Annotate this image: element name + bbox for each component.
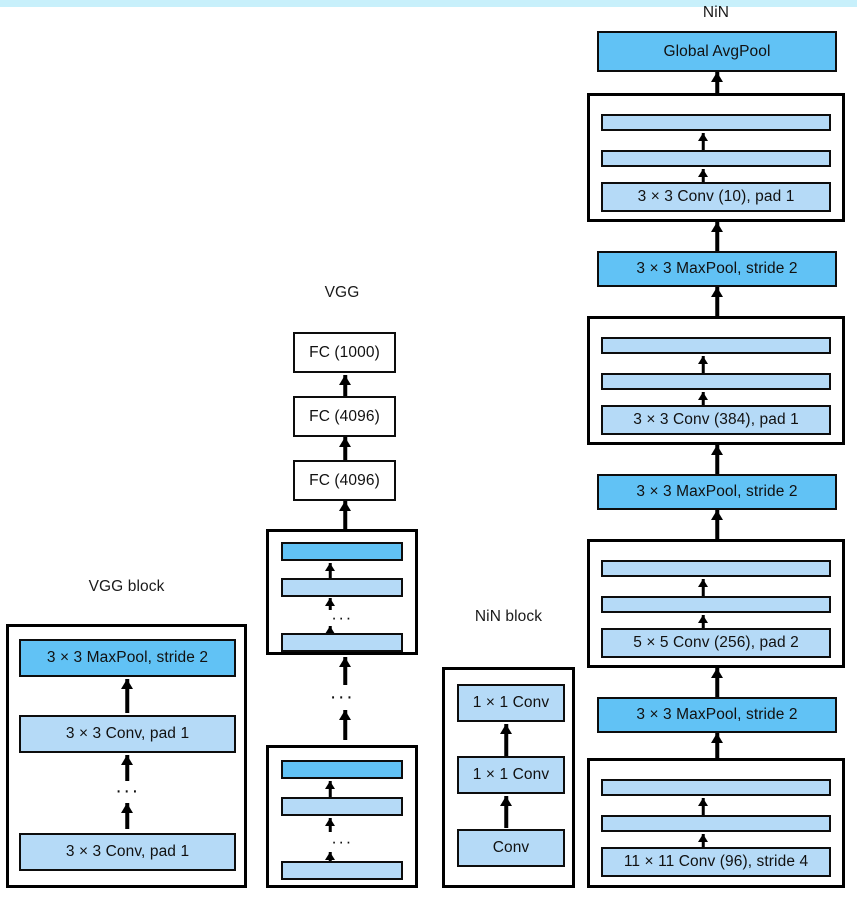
nin-block-title: NiN block [474, 608, 543, 625]
arrow-up [497, 796, 515, 828]
vgg-block-layer-conv-top[interactable]: 3 × 3 Conv, pad 1 [19, 715, 236, 753]
vgg-block-group: 3 × 3 MaxPool, stride 2 3 × 3 Conv, pad … [6, 624, 247, 888]
vgg-upper-ellipsis: ··· [331, 608, 353, 627]
nin-stage-384-bar-conv[interactable]: 3 × 3 Conv (384), pad 1 [601, 405, 831, 435]
vgg-upper-block-group: ··· [266, 529, 418, 655]
nin-block-layer-conv1x1-top[interactable]: 1 × 1 Conv [457, 684, 565, 722]
nin-stage-384-bar-1x1-top[interactable] [601, 337, 831, 354]
nin-stage-256-bar-1x1-top[interactable] [601, 560, 831, 577]
arrow-up [323, 852, 337, 866]
arrow-up [335, 501, 355, 531]
vgg-block-title: VGG block [88, 578, 165, 595]
arrow-up [707, 733, 727, 761]
nin-stage-block-384: 3 × 3 Conv (384), pad 1 [587, 316, 845, 445]
vgg-upper-bar-conv[interactable] [281, 578, 403, 597]
nin-block-layer-conv[interactable]: Conv [457, 829, 565, 867]
arrow-up [335, 375, 355, 403]
arrow-up [323, 563, 337, 578]
arrow-up [696, 834, 710, 847]
arrow-up [117, 755, 137, 781]
vgg-fc-4096-lower[interactable]: FC (4096) [293, 460, 396, 501]
arrow-up [707, 668, 727, 698]
vgg-block-ellipsis: ··· [115, 780, 140, 802]
vgg-title: VGG [324, 284, 360, 301]
nin-block-layer-conv1x1-mid[interactable]: 1 × 1 Conv [457, 756, 565, 794]
arrow-up [117, 679, 137, 713]
vgg-stack-ellipsis: ··· [329, 686, 355, 708]
nin-stage-block-10: 3 × 3 Conv (10), pad 1 [587, 93, 845, 222]
arrow-up [323, 818, 337, 832]
arrow-up [335, 710, 355, 740]
arrow-up [707, 287, 727, 317]
nin-stage-10-bar-1x1-mid[interactable] [601, 150, 831, 167]
nin-stage-10-bar-conv[interactable]: 3 × 3 Conv (10), pad 1 [601, 182, 831, 212]
arrow-up [696, 615, 710, 628]
arrow-up [117, 803, 137, 829]
arrow-up [323, 598, 337, 610]
arrow-up [335, 657, 355, 685]
nin-stage-96-bar-conv[interactable]: 11 × 11 Conv (96), stride 4 [601, 847, 831, 877]
nin-maxpool-1[interactable]: 3 × 3 MaxPool, stride 2 [597, 251, 837, 287]
vgg-lower-block-group: ··· [266, 745, 418, 888]
arrow-up [323, 781, 337, 797]
nin-stage-block-256: 5 × 5 Conv (256), pad 2 [587, 539, 845, 668]
nin-stage-96-bar-1x1-mid[interactable] [601, 815, 831, 832]
nin-block-group: 1 × 1 Conv 1 × 1 Conv Conv [442, 667, 575, 888]
arrow-up [707, 72, 727, 95]
arrow-up [696, 133, 710, 150]
arrow-up [497, 724, 515, 756]
nin-stage-384-bar-1x1-mid[interactable] [601, 373, 831, 390]
top-edge-strip [0, 0, 857, 7]
arrow-up [696, 798, 710, 815]
nin-maxpool-2[interactable]: 3 × 3 MaxPool, stride 2 [597, 474, 837, 510]
nin-maxpool-3[interactable]: 3 × 3 MaxPool, stride 2 [597, 697, 837, 733]
nin-title: NiN [702, 4, 730, 21]
vgg-lower-ellipsis: ··· [331, 832, 353, 851]
arrow-up [707, 222, 727, 252]
nin-stage-10-bar-1x1-top[interactable] [601, 114, 831, 131]
arrow-up [696, 169, 710, 182]
vgg-block-layer-maxpool[interactable]: 3 × 3 MaxPool, stride 2 [19, 639, 236, 677]
vgg-upper-bar-pool[interactable] [281, 542, 403, 561]
nin-stage-block-96: 11 × 11 Conv (96), stride 4 [587, 758, 845, 888]
vgg-block-layer-conv-bottom[interactable]: 3 × 3 Conv, pad 1 [19, 833, 236, 871]
arrow-up [696, 392, 710, 405]
nin-stage-96-bar-1x1-top[interactable] [601, 779, 831, 796]
vgg-lower-bar-conv[interactable] [281, 797, 403, 816]
nin-stage-256-bar-conv[interactable]: 5 × 5 Conv (256), pad 2 [601, 628, 831, 658]
vgg-fc-4096-upper[interactable]: FC (4096) [293, 396, 396, 437]
nin-global-avgpool[interactable]: Global AvgPool [597, 31, 837, 72]
vgg-lower-bar-pool[interactable] [281, 760, 403, 779]
arrow-up [707, 445, 727, 475]
arrow-up [707, 510, 727, 540]
arrow-up [323, 626, 337, 638]
nin-stage-256-bar-1x1-mid[interactable] [601, 596, 831, 613]
vgg-upper-bar-conv-bottom[interactable] [281, 633, 403, 652]
arrow-up [696, 356, 710, 373]
vgg-lower-bar-conv-bottom[interactable] [281, 861, 403, 880]
arrow-up [335, 437, 355, 465]
arrow-up [696, 579, 710, 596]
vgg-fc-1000[interactable]: FC (1000) [293, 332, 396, 373]
